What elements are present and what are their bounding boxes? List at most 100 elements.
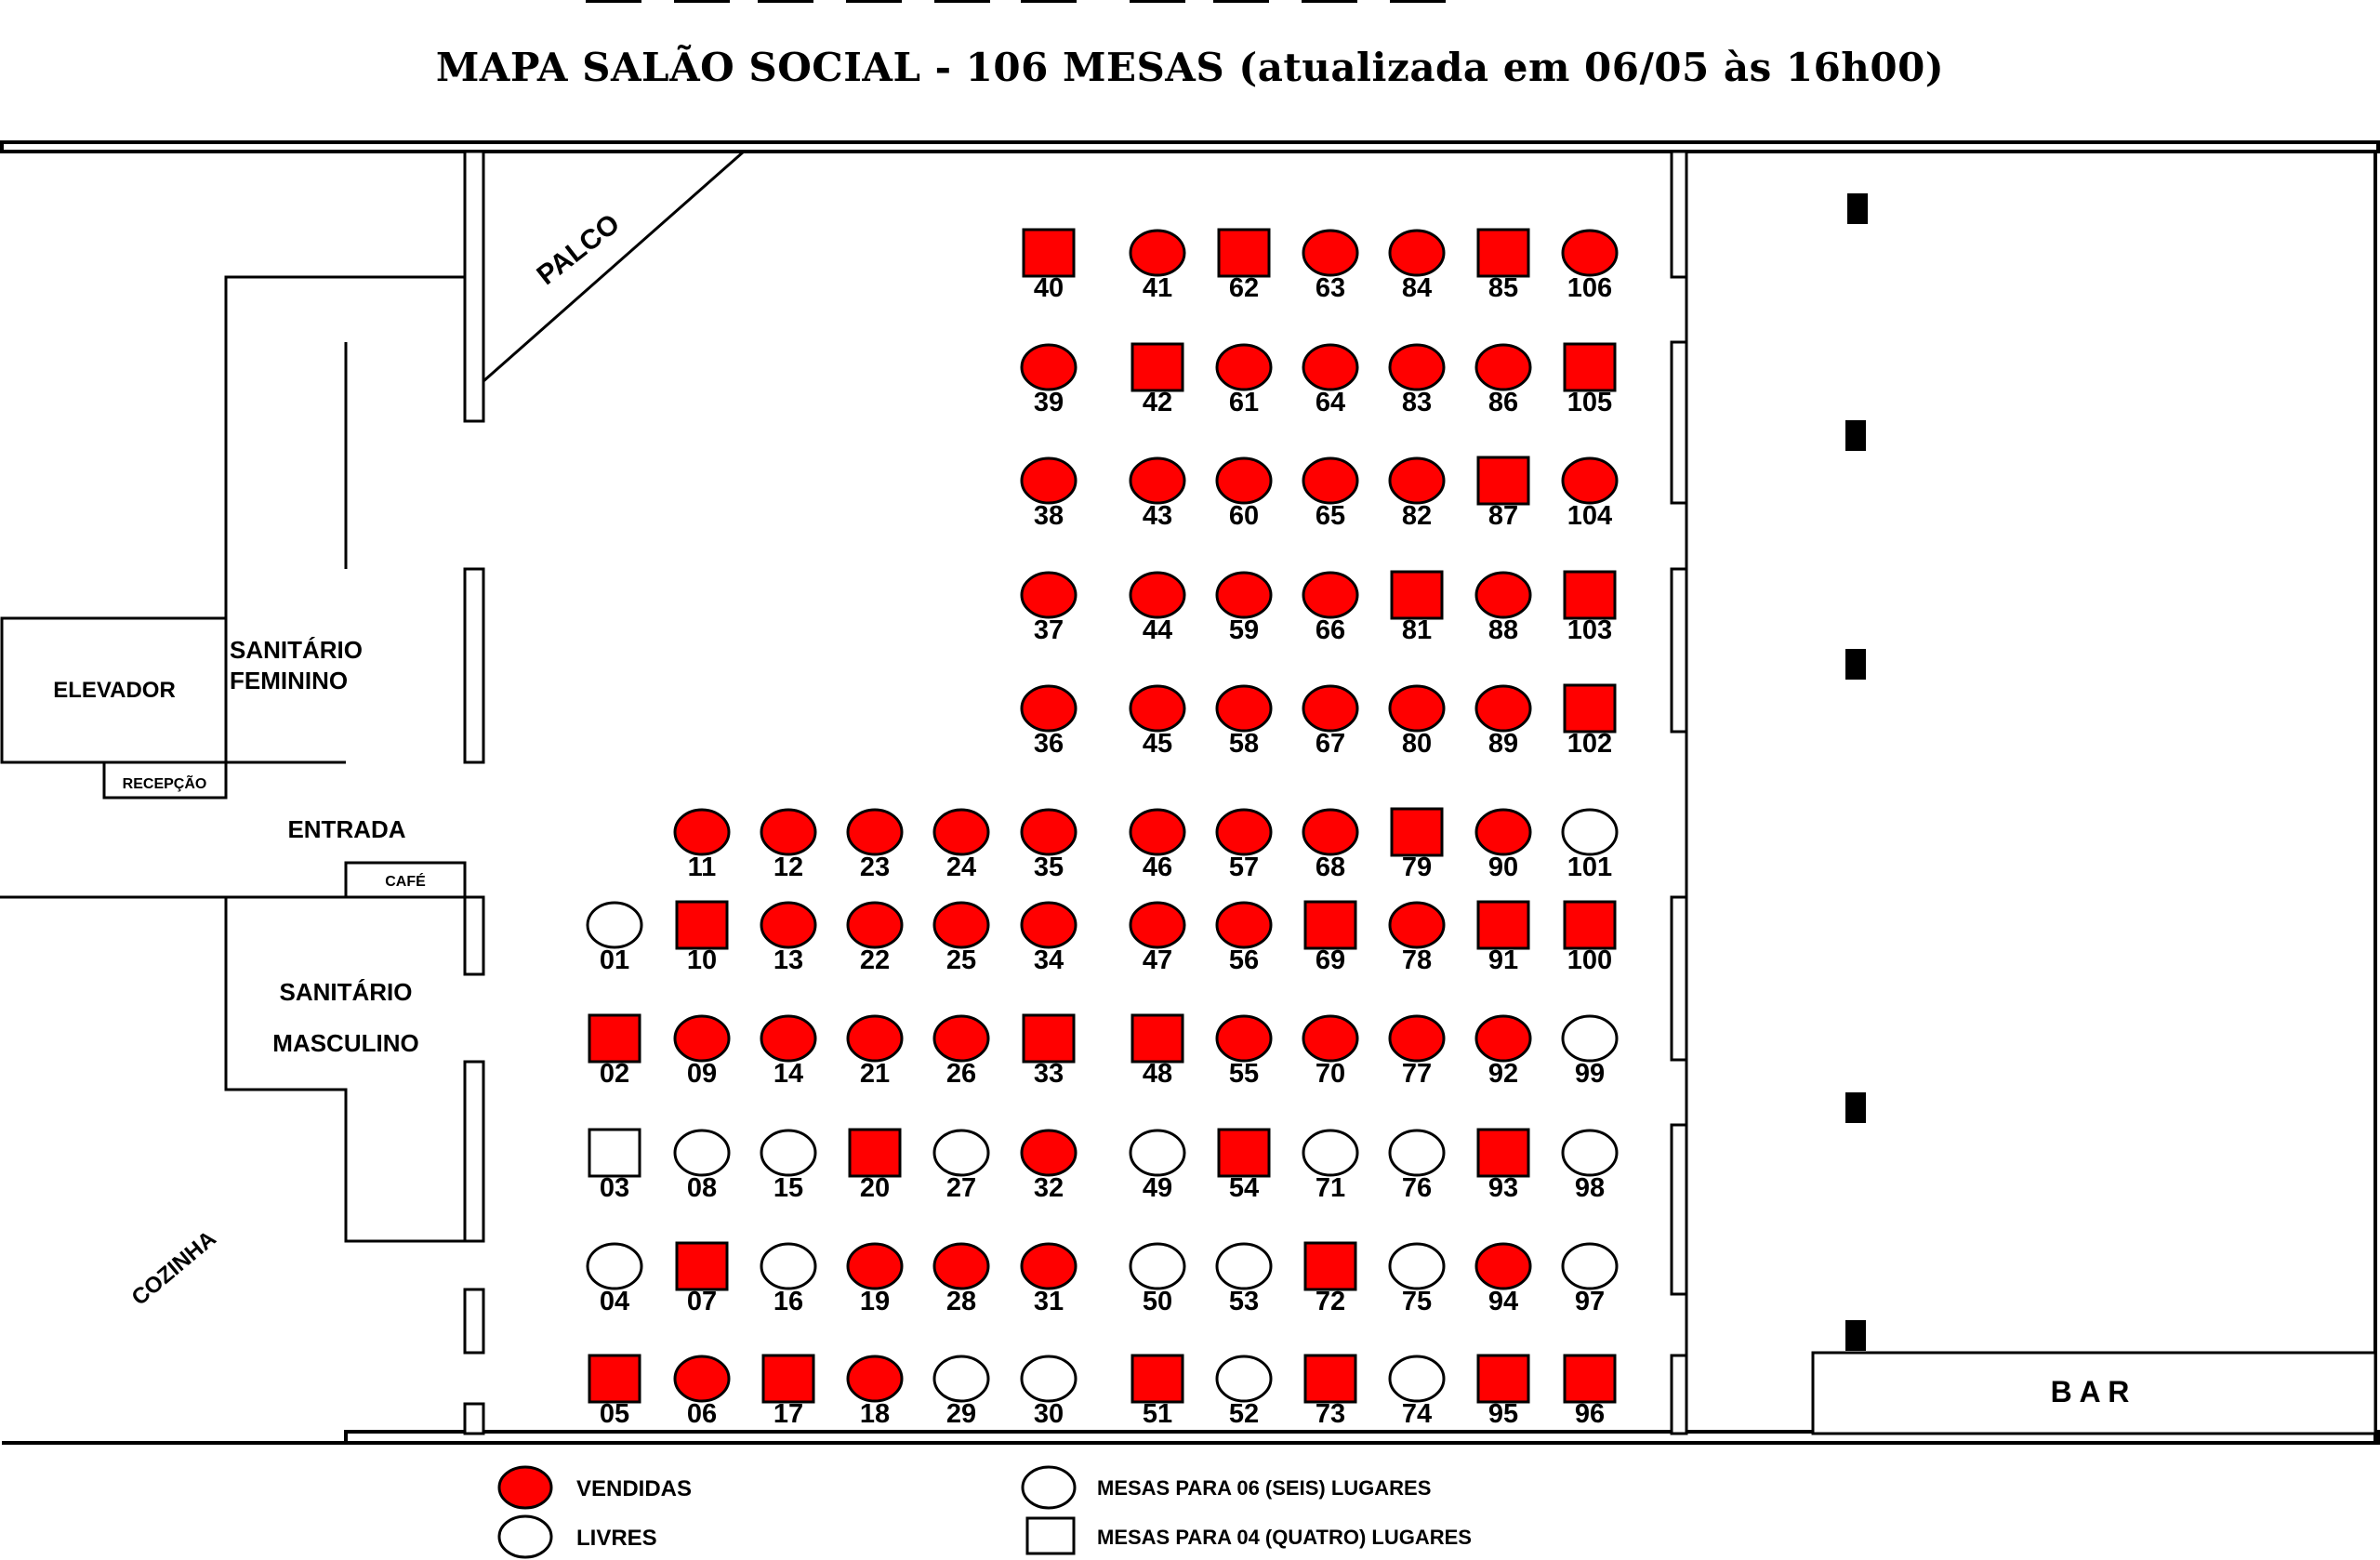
table-106-circle[interactable] — [1561, 229, 1619, 277]
table-76-circle[interactable] — [1388, 1129, 1446, 1177]
table-87-square[interactable] — [1476, 456, 1530, 506]
table-92-circle[interactable] — [1474, 1014, 1532, 1063]
table-34-circle[interactable] — [1020, 901, 1078, 949]
table-40-square[interactable] — [1022, 228, 1076, 278]
table-46-circle[interactable] — [1129, 808, 1186, 856]
table-10-square[interactable] — [675, 900, 729, 950]
table-52-circle[interactable] — [1215, 1355, 1273, 1403]
table-28-circle[interactable] — [932, 1242, 990, 1290]
table-45-circle[interactable] — [1129, 684, 1186, 733]
table-100-square[interactable] — [1563, 900, 1617, 950]
table-88-circle[interactable] — [1474, 571, 1532, 619]
table-99-circle[interactable] — [1561, 1014, 1619, 1063]
table-104-circle[interactable] — [1561, 456, 1619, 505]
table-64-circle[interactable] — [1302, 343, 1359, 391]
table-77-circle[interactable] — [1388, 1014, 1446, 1063]
table-08-circle[interactable] — [673, 1129, 731, 1177]
table-63-circle[interactable] — [1302, 229, 1359, 277]
table-23-circle[interactable] — [846, 808, 904, 856]
table-84-circle[interactable] — [1388, 229, 1446, 277]
table-75-circle[interactable] — [1388, 1242, 1446, 1290]
table-02-square[interactable] — [588, 1013, 641, 1064]
table-53-circle[interactable] — [1215, 1242, 1273, 1290]
table-25-circle[interactable] — [932, 901, 990, 949]
table-05-square[interactable] — [588, 1354, 641, 1404]
table-58-circle[interactable] — [1215, 684, 1273, 733]
table-55-circle[interactable] — [1215, 1014, 1273, 1063]
table-80-circle[interactable] — [1388, 684, 1446, 733]
table-90-circle[interactable] — [1474, 808, 1532, 856]
table-33-square[interactable] — [1022, 1013, 1076, 1064]
table-49-circle[interactable] — [1129, 1129, 1186, 1177]
table-81-square[interactable] — [1390, 570, 1444, 620]
table-91-square[interactable] — [1476, 900, 1530, 950]
table-43-circle[interactable] — [1129, 456, 1186, 505]
table-60-circle[interactable] — [1215, 456, 1273, 505]
table-66-circle[interactable] — [1302, 571, 1359, 619]
table-59-circle[interactable] — [1215, 571, 1273, 619]
table-65-circle[interactable] — [1302, 456, 1359, 505]
table-78-circle[interactable] — [1388, 901, 1446, 949]
table-01-circle[interactable] — [586, 901, 643, 949]
table-44-circle[interactable] — [1129, 571, 1186, 619]
table-74-circle[interactable] — [1388, 1355, 1446, 1403]
table-48-square[interactable] — [1130, 1013, 1184, 1064]
table-93-square[interactable] — [1476, 1128, 1530, 1178]
table-27-circle[interactable] — [932, 1129, 990, 1177]
table-30-circle[interactable] — [1020, 1355, 1078, 1403]
table-102-square[interactable] — [1563, 683, 1617, 734]
table-96-square[interactable] — [1563, 1354, 1617, 1404]
table-62-square[interactable] — [1217, 228, 1271, 278]
table-83-circle[interactable] — [1388, 343, 1446, 391]
table-95-square[interactable] — [1476, 1354, 1530, 1404]
table-06-circle[interactable] — [673, 1355, 731, 1403]
table-94-circle[interactable] — [1474, 1242, 1532, 1290]
table-29-circle[interactable] — [932, 1355, 990, 1403]
table-09-circle[interactable] — [673, 1014, 731, 1063]
table-07-square[interactable] — [675, 1241, 729, 1291]
table-17-square[interactable] — [761, 1354, 815, 1404]
table-82-circle[interactable] — [1388, 456, 1446, 505]
table-38-circle[interactable] — [1020, 456, 1078, 505]
table-101-circle[interactable] — [1561, 808, 1619, 856]
table-61-circle[interactable] — [1215, 343, 1273, 391]
table-79-square[interactable] — [1390, 807, 1444, 857]
table-73-square[interactable] — [1303, 1354, 1357, 1404]
table-15-circle[interactable] — [760, 1129, 817, 1177]
table-86-circle[interactable] — [1474, 343, 1532, 391]
table-21-circle[interactable] — [846, 1014, 904, 1063]
table-13-circle[interactable] — [760, 901, 817, 949]
table-103-square[interactable] — [1563, 570, 1617, 620]
table-70-circle[interactable] — [1302, 1014, 1359, 1063]
table-54-square[interactable] — [1217, 1128, 1271, 1178]
table-16-circle[interactable] — [760, 1242, 817, 1290]
table-32-circle[interactable] — [1020, 1129, 1078, 1177]
table-97-circle[interactable] — [1561, 1242, 1619, 1290]
table-67-circle[interactable] — [1302, 684, 1359, 733]
table-72-square[interactable] — [1303, 1241, 1357, 1291]
table-42-square[interactable] — [1130, 342, 1184, 392]
table-50-circle[interactable] — [1129, 1242, 1186, 1290]
table-85-square[interactable] — [1476, 228, 1530, 278]
table-12-circle[interactable] — [760, 808, 817, 856]
table-31-circle[interactable] — [1020, 1242, 1078, 1290]
table-26-circle[interactable] — [932, 1014, 990, 1063]
table-71-circle[interactable] — [1302, 1129, 1359, 1177]
table-36-circle[interactable] — [1020, 684, 1078, 733]
table-11-circle[interactable] — [673, 808, 731, 856]
table-105-square[interactable] — [1563, 342, 1617, 392]
table-39-circle[interactable] — [1020, 343, 1078, 391]
table-98-circle[interactable] — [1561, 1129, 1619, 1177]
table-03-square[interactable] — [588, 1128, 641, 1178]
table-57-circle[interactable] — [1215, 808, 1273, 856]
table-20-square[interactable] — [848, 1128, 902, 1178]
table-68-circle[interactable] — [1302, 808, 1359, 856]
table-51-square[interactable] — [1130, 1354, 1184, 1404]
table-37-circle[interactable] — [1020, 571, 1078, 619]
table-41-circle[interactable] — [1129, 229, 1186, 277]
table-18-circle[interactable] — [846, 1355, 904, 1403]
table-89-circle[interactable] — [1474, 684, 1532, 733]
table-35-circle[interactable] — [1020, 808, 1078, 856]
table-19-circle[interactable] — [846, 1242, 904, 1290]
table-22-circle[interactable] — [846, 901, 904, 949]
